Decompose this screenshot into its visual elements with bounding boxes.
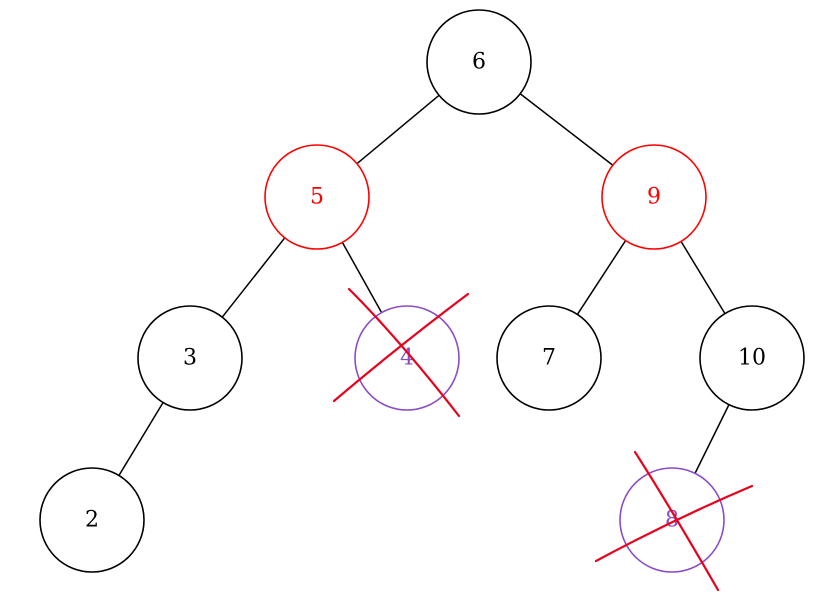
edge-3-2 <box>118 402 164 476</box>
cross-stroke <box>594 484 754 563</box>
edge-5-4 <box>341 242 383 313</box>
node-label: 3 <box>183 346 197 371</box>
node-2: 2 <box>39 467 145 573</box>
node-label: 2 <box>85 508 99 533</box>
cross-stroke <box>332 292 470 403</box>
node-10: 10 <box>699 305 805 411</box>
edges-layer <box>118 93 730 476</box>
cross-marks-layer <box>332 287 754 592</box>
edge-10-8 <box>694 404 730 474</box>
node-7: 7 <box>496 305 602 411</box>
node-9: 9 <box>601 144 707 250</box>
node-circle <box>699 305 805 411</box>
edge-5-3 <box>221 237 286 318</box>
node-label: 10 <box>738 346 766 371</box>
node-4: 4 <box>354 305 460 411</box>
node-circle <box>496 305 602 411</box>
cross-mark-4 <box>332 287 470 418</box>
node-label: 9 <box>647 185 661 210</box>
node-label: 6 <box>472 50 486 75</box>
node-circle <box>39 467 145 573</box>
node-label: 8 <box>665 508 679 533</box>
node-5: 5 <box>264 144 370 250</box>
edge-6-9 <box>519 93 614 166</box>
node-circle <box>426 9 532 115</box>
node-label: 4 <box>400 346 414 371</box>
cross-mark-8 <box>594 450 754 592</box>
node-3: 3 <box>137 305 243 411</box>
node-6: 6 <box>426 9 532 115</box>
node-circle <box>264 144 370 250</box>
node-circle <box>137 305 243 411</box>
edge-9-10 <box>680 241 726 314</box>
node-8: 8 <box>619 467 725 573</box>
edge-9-7 <box>576 240 627 315</box>
node-label: 7 <box>542 346 556 371</box>
edge-6-5 <box>356 94 440 165</box>
cross-stroke <box>633 450 720 592</box>
node-circle <box>601 144 707 250</box>
node-label: 5 <box>310 185 324 210</box>
node-circle <box>619 467 725 573</box>
nodes-layer: 6 5 9 3 4 7 10 2 8 <box>39 9 805 573</box>
